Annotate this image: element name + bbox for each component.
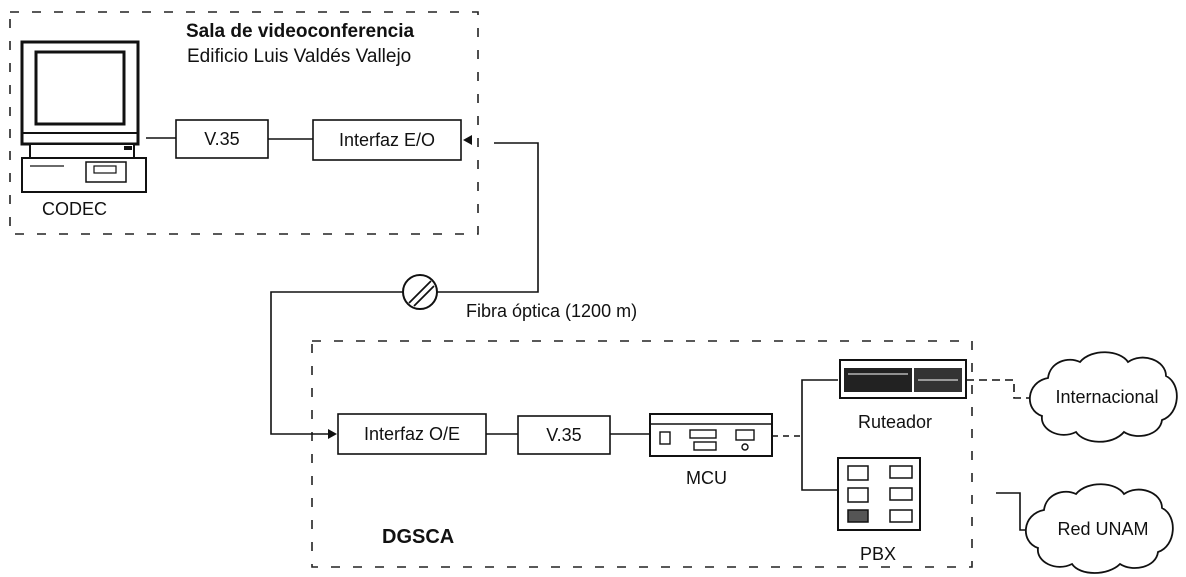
computer-icon (22, 42, 146, 192)
fiber-connector-icon (403, 275, 437, 309)
mcu-label: MCU (686, 468, 727, 489)
pbx-device-icon (838, 458, 920, 530)
v35-bottom-label: V.35 (518, 416, 610, 454)
v35-top-label: V.35 (176, 120, 268, 158)
ruteador-label: Ruteador (858, 412, 932, 433)
pbx-label: PBX (860, 544, 896, 565)
internacional-label: Internacional (1040, 382, 1174, 412)
red-unam-label: Red UNAM (1036, 514, 1170, 544)
codec-label: CODEC (42, 199, 107, 220)
interfaz-oe-label: Interfaz O/E (338, 414, 486, 454)
arrow-right-icon (328, 429, 337, 439)
sala-subtitle: Edificio Luis Valdés Vallejo (187, 46, 411, 68)
router-device-icon (840, 360, 966, 398)
arrow-left-icon (463, 135, 472, 145)
dgsca-label: DGSCA (382, 526, 454, 549)
sala-title: Sala de videoconferencia (186, 21, 414, 43)
fiber-label: Fibra óptica (1200 m) (466, 301, 637, 322)
interfaz-eo-label: Interfaz E/O (313, 120, 461, 160)
mcu-device-icon (650, 414, 772, 456)
